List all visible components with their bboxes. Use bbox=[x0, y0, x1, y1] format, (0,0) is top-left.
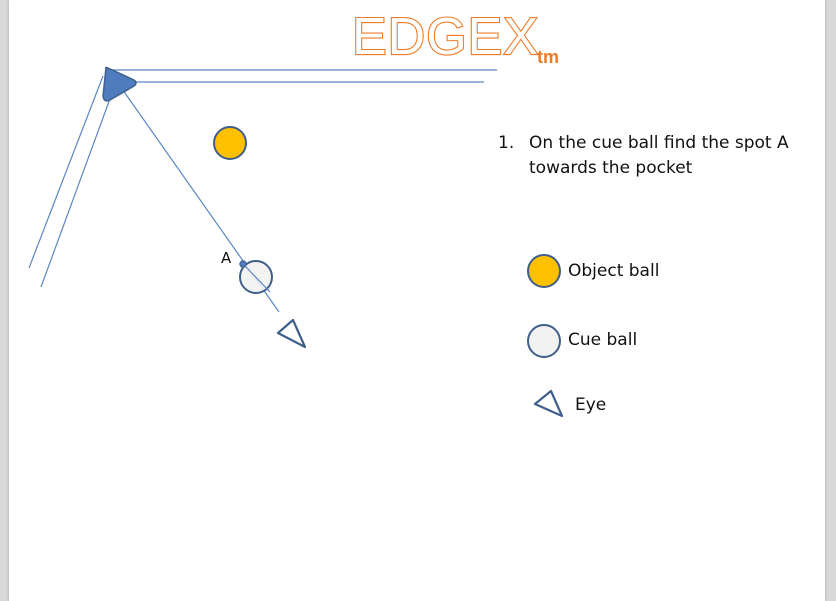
instruction-item: 1. On the cue ball find the spot A towar… bbox=[498, 131, 818, 181]
spot-a-label: A bbox=[221, 249, 232, 267]
left-rail-inner bbox=[40, 95, 112, 288]
slide-page bbox=[9, 0, 825, 601]
instruction-number: 1. bbox=[498, 133, 515, 153]
legend-eye-icon bbox=[533, 389, 564, 418]
legend-object-ball-icon bbox=[527, 254, 561, 288]
legend-cue-ball-label: Cue ball bbox=[568, 330, 638, 350]
spot-a-marker bbox=[239, 260, 247, 268]
legend-object-ball-label: Object ball bbox=[568, 261, 660, 281]
legend-cue-ball-icon bbox=[527, 324, 561, 358]
left-rail-outer bbox=[28, 75, 104, 269]
corner-pocket bbox=[102, 66, 137, 102]
instruction-text: On the cue ball find the spot A towards … bbox=[529, 133, 789, 178]
legend-eye-label: Eye bbox=[575, 395, 607, 415]
logo-text: EDGEX bbox=[352, 8, 539, 66]
eye-icon bbox=[276, 318, 307, 349]
logo-tm: tm bbox=[537, 47, 559, 67]
aim-line-through-ball bbox=[242, 263, 271, 293]
object-ball bbox=[213, 126, 247, 160]
